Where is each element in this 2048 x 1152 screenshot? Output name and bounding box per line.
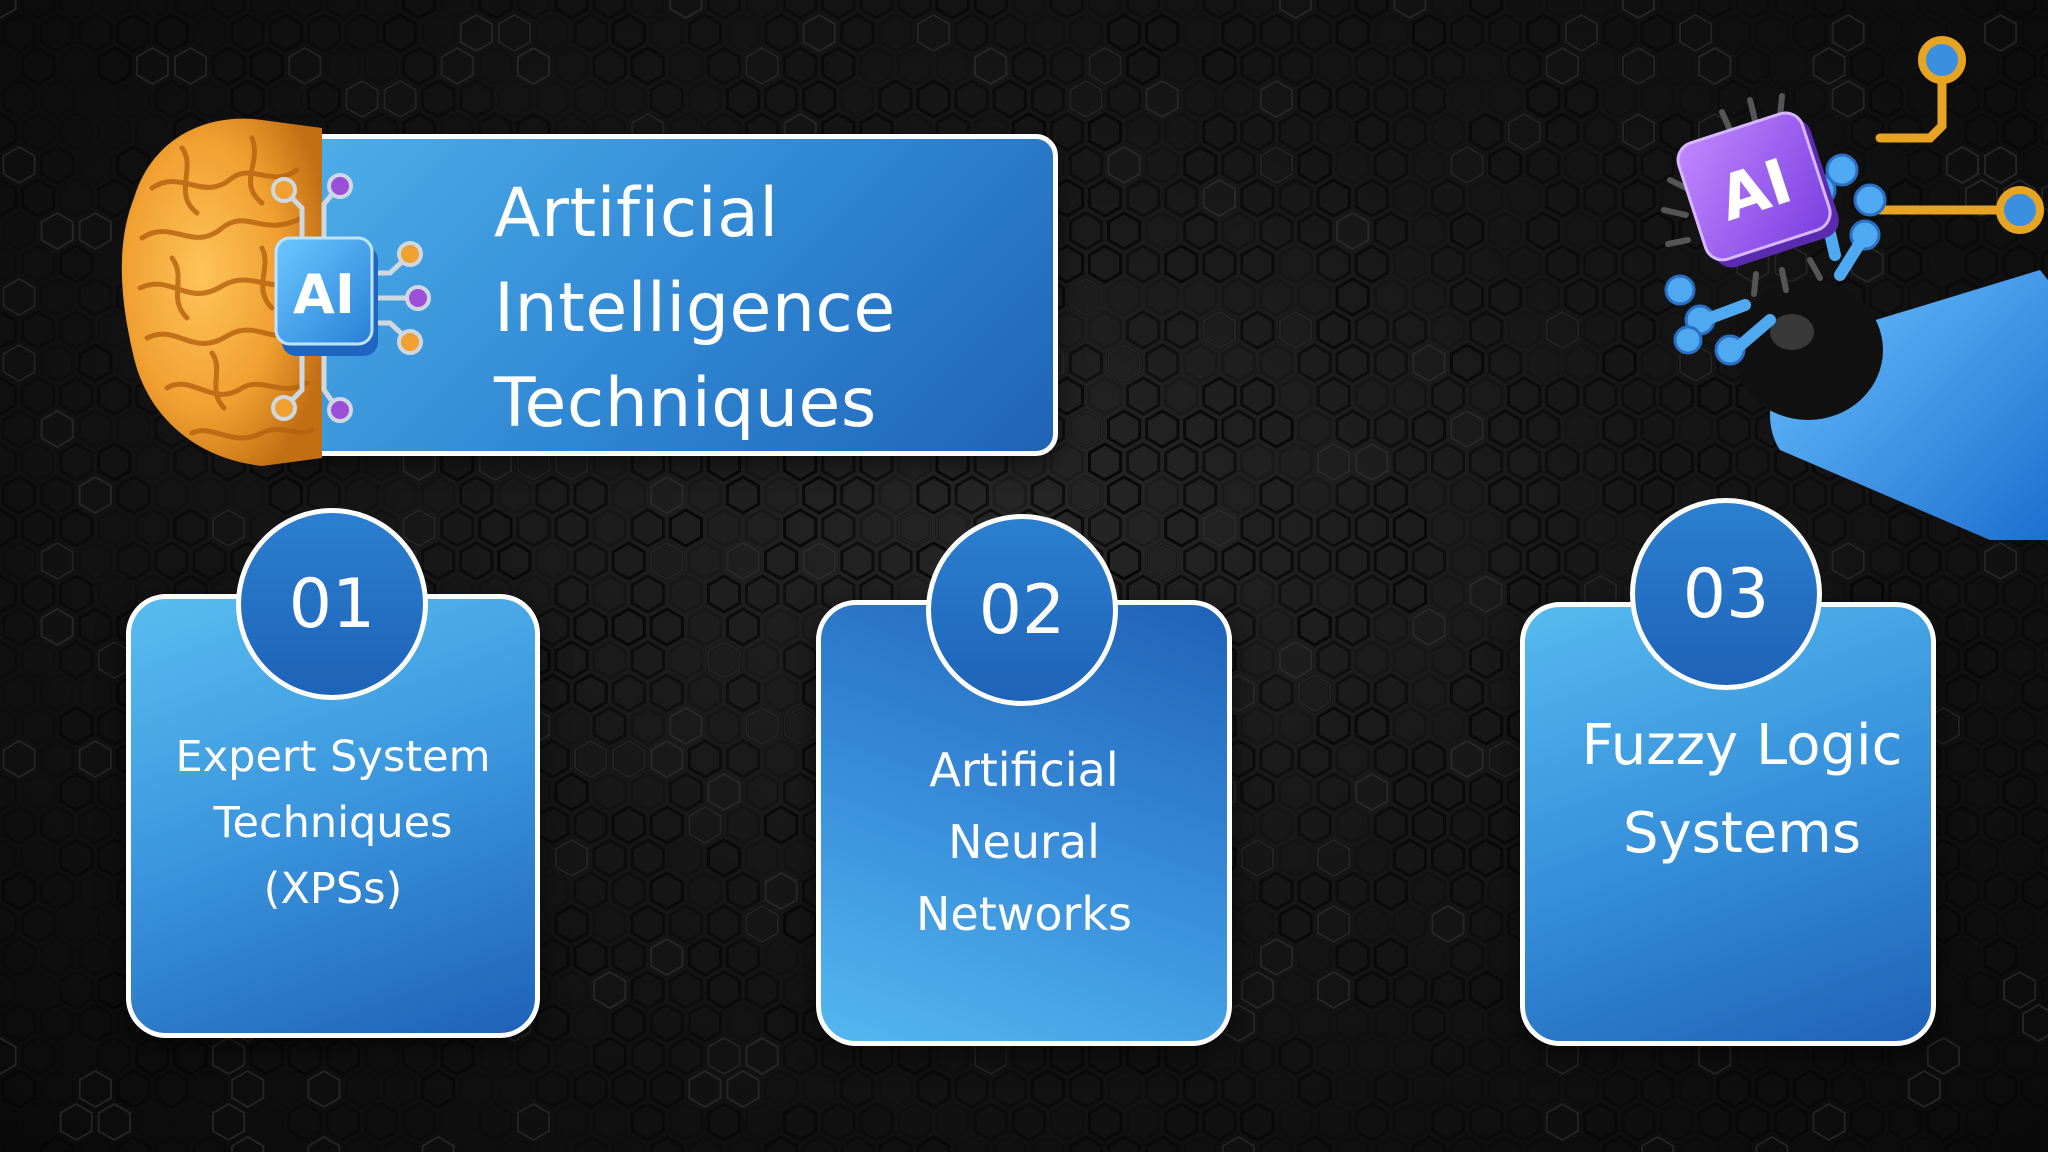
- brain-ai-chip-icon: AI: [121, 118, 431, 467]
- title-card: [272, 134, 1058, 456]
- page-title: Artificial Intelligence Techniques: [494, 174, 896, 443]
- svg-text:AI: AI: [293, 263, 355, 326]
- robot-hand-ai-chip-icon: AI: [1661, 36, 2048, 540]
- technique-label-2: Artificial Neural Networks: [915, 743, 1133, 941]
- technique-number-badge-3: 03: [1630, 498, 1822, 690]
- technique-label-3: Fuzzy Logic Systems: [1581, 713, 1903, 866]
- technique-number-badge-2: 02: [926, 514, 1118, 706]
- technique-label-1: Expert System Techniques (XPSs): [175, 732, 491, 914]
- technique-number-badge-1: 01: [236, 508, 428, 700]
